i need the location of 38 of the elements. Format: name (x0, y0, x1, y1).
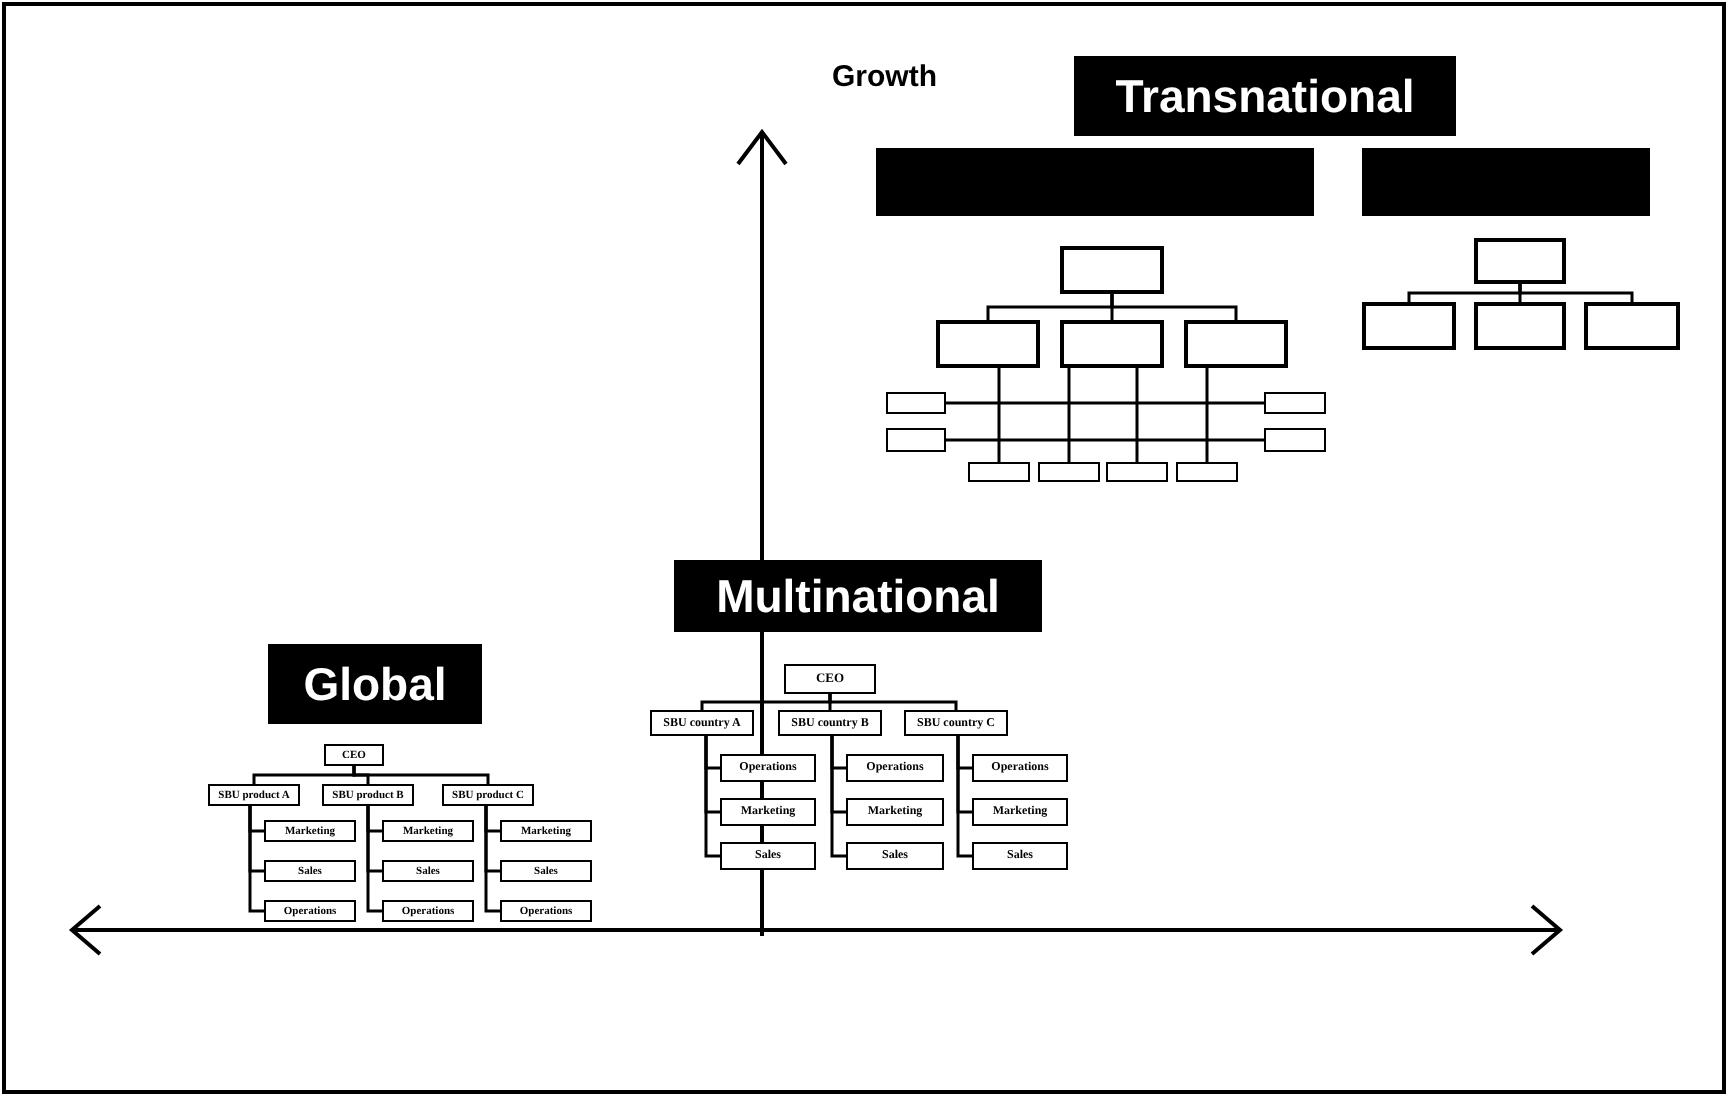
unit-box (968, 462, 1030, 482)
connector-line (366, 806, 382, 913)
title-banner: Global (268, 644, 482, 724)
org-chart-box (1060, 320, 1164, 368)
org-chart-box (1584, 302, 1680, 350)
connector-line (1135, 368, 1139, 462)
connector-line (1067, 368, 1071, 462)
unit-box (886, 392, 946, 414)
filled-bar (1362, 148, 1650, 216)
unit-box (1106, 462, 1168, 482)
org-chart-box (1474, 302, 1566, 350)
connector-line (1110, 294, 1238, 320)
connector-line (956, 736, 972, 858)
unit-box (1264, 428, 1326, 452)
connector-line (946, 438, 1264, 442)
connector-line (946, 401, 1264, 405)
title-banner: Multinational (674, 560, 1042, 632)
org-chart-box (936, 320, 1040, 368)
connector-line (828, 694, 958, 710)
connector-line (1205, 368, 1209, 462)
unit-box (886, 428, 946, 452)
connector-line (997, 368, 1001, 462)
org-chart-box (1184, 320, 1288, 368)
connector-line (248, 806, 264, 913)
org-chart-box (1362, 302, 1456, 350)
unit-box (1038, 462, 1100, 482)
org-chart-box (1474, 238, 1566, 284)
connector-line (704, 736, 720, 858)
connector-line (352, 766, 490, 784)
org-chart-box (1060, 246, 1164, 294)
filled-bar (876, 148, 1314, 216)
connector-line (830, 736, 846, 858)
title-banner: Transnational (1074, 56, 1456, 136)
connector-line (1518, 284, 1634, 302)
unit-box (1176, 462, 1238, 482)
connector-line (484, 806, 500, 913)
axis-label: Growth (832, 60, 937, 94)
unit-box (1264, 392, 1326, 414)
